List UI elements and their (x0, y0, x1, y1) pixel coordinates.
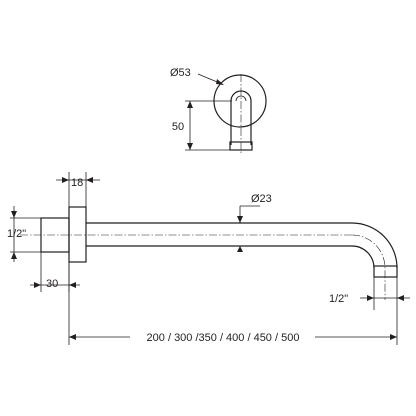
inlet-length-label: 30 (46, 278, 58, 290)
elbow-pipe-inner (235, 95, 247, 102)
flange-thickness-dimension: 18 (56, 172, 100, 207)
elbow-height-dimension: 50 (172, 100, 232, 151)
arm-length-label: 200 / 300 /350 / 400 / 450 / 500 (147, 332, 300, 344)
elbow-height-label: 50 (172, 121, 184, 133)
inlet-length-dimension: 30 (30, 252, 80, 292)
flange-diameter-callout: Ø53 (170, 67, 224, 85)
shower-arm-side-view (20, 206, 398, 300)
flange-diameter-label: Ø53 (170, 67, 191, 79)
bend-centerline (351, 234, 386, 300)
inlet-thread-dimension: 1/2" (7, 206, 41, 262)
arm-length-dimension: 200 / 300 /350 / 400 / 450 / 500 (68, 262, 397, 345)
outlet-thread-label: 1/2" (329, 293, 348, 305)
arm-pipe-outer (86, 222, 398, 269)
outlet-thread (373, 265, 398, 278)
flange-thickness-label: 18 (71, 177, 83, 189)
flange-end-view (213, 74, 267, 155)
outlet-thread-dimension: 1/2" (329, 277, 410, 345)
wall-flange (68, 206, 87, 263)
pipe-diameter-label: Ø23 (251, 193, 272, 205)
arm-pipe-inner (86, 245, 375, 269)
inlet-thread-label: 1/2" (7, 228, 26, 240)
pipe-diameter-dimension: Ø23 (237, 193, 272, 252)
